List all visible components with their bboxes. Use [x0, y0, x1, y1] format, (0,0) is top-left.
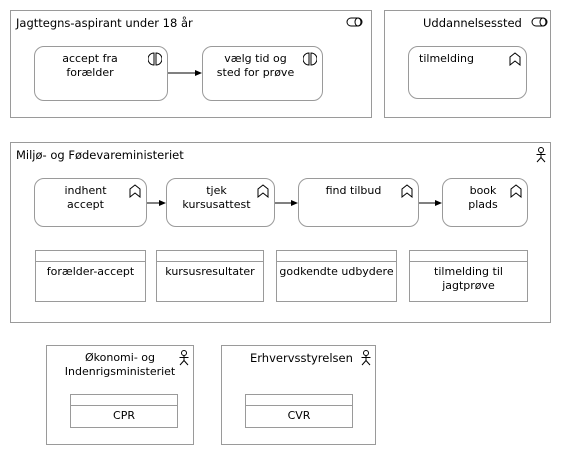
function-icon	[509, 52, 521, 66]
role-icon	[531, 17, 548, 27]
data-object-header	[157, 251, 263, 262]
actor-icon	[361, 350, 371, 366]
node-label: book plads	[468, 184, 498, 211]
group-title: Uddannelsessted	[423, 16, 522, 30]
data-object-label: godkendte udbydere	[279, 265, 394, 278]
data-object-foraelder-accept[interactable]: forælder-accept	[35, 250, 146, 302]
node-indhent-accept[interactable]: indhent accept	[34, 178, 147, 227]
node-label: indhent accept	[64, 184, 107, 211]
data-object-header	[71, 395, 177, 406]
group-title: Miljø- og Fødevareministeriet	[16, 148, 184, 162]
function-icon	[510, 184, 522, 198]
function-icon	[401, 184, 413, 198]
node-vaelg-tid-og-sted[interactable]: vælg tid og sted for prøve	[202, 46, 323, 101]
data-object-header	[277, 251, 396, 262]
node-label: vælg tid og sted for prøve	[216, 52, 295, 79]
node-find-tilbud[interactable]: find tilbud	[298, 178, 419, 227]
actor-icon	[536, 147, 546, 163]
role-icon	[346, 17, 363, 27]
actor-icon	[179, 350, 189, 366]
node-label: tilmelding	[419, 52, 474, 65]
node-accept-fra-foraelder[interactable]: accept fra forælder	[34, 46, 168, 101]
data-object-godkendte-udbydere[interactable]: godkendte udbydere	[276, 250, 397, 302]
data-object-label: CPR	[113, 409, 135, 422]
data-object-cvr[interactable]: CVR	[245, 394, 353, 428]
group-title: Jagttegns-aspirant under 18 år	[16, 16, 193, 30]
data-object-header	[36, 251, 145, 262]
node-tjek-kursusattest[interactable]: tjek kursusattest	[166, 178, 275, 227]
data-object-label: CVR	[287, 409, 311, 422]
function-icon	[129, 184, 141, 198]
interaction-icon	[148, 52, 162, 66]
node-label: accept fra forælder	[62, 52, 118, 79]
data-object-header	[246, 395, 352, 406]
data-object-header	[410, 251, 527, 262]
data-object-tilmelding-til-jagtproeve[interactable]: tilmelding til jagtprøve	[409, 250, 528, 302]
data-object-label: kursusresultater	[165, 265, 255, 278]
interaction-icon	[303, 52, 317, 66]
data-object-cpr[interactable]: CPR	[70, 394, 178, 428]
data-object-label: tilmelding til jagtprøve	[434, 265, 503, 292]
group-title: Erhvervsstyrelsen	[250, 351, 353, 365]
node-tilmelding[interactable]: tilmelding	[408, 46, 527, 99]
data-object-label: forælder-accept	[46, 265, 135, 278]
function-icon	[257, 184, 269, 198]
data-object-kursusresultater[interactable]: kursusresultater	[156, 250, 264, 302]
node-book-plads[interactable]: book plads	[442, 178, 528, 227]
node-label: tjek kursusattest	[182, 184, 251, 211]
node-label: find tilbud	[325, 184, 382, 197]
group-title: Økonomi- og Indenrigsministeriet	[64, 351, 176, 378]
